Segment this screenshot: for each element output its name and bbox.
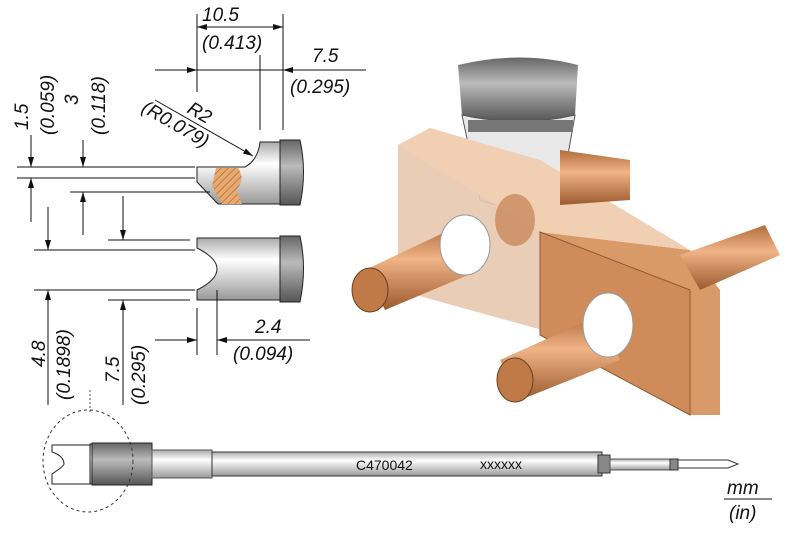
dim-3-in: (0.118) [89, 76, 110, 135]
dimension-thickness-body: 3 (0.118) [62, 76, 210, 235]
dim-3-mm: 3 [62, 94, 83, 105]
dimension-length-slot: 7.5 (0.295) [155, 46, 366, 130]
dimension-radius: R2 (R0.079) [138, 97, 254, 157]
dim-7.5-in: (0.295) [290, 77, 350, 98]
dimension-length-total: 10.5 (0.413) [196, 5, 284, 130]
dim-4.8-mm: 4.8 [29, 340, 50, 367]
serial-placeholder: xxxxxx [480, 456, 522, 472]
3d-tip-illustration [351, 57, 780, 416]
dim-7.5-mm: 7.5 [312, 46, 339, 67]
dimension-tip-width: 7.5 (0.295) [103, 196, 190, 405]
units-legend: mm (in) [724, 478, 772, 524]
dim-10.5-mm: 10.5 [202, 5, 239, 26]
part-number: C470042 [356, 457, 413, 473]
unit-mm: mm [727, 478, 759, 499]
dim-2.4-mm: 2.4 [254, 317, 281, 338]
dimension-slot-depth: 2.4 (0.094) [155, 290, 310, 365]
unit-in: (in) [729, 503, 756, 524]
tip-top-view [196, 235, 304, 303]
detail-circle [42, 409, 134, 513]
dim-2.4-in: (0.094) [233, 344, 293, 365]
dim-1.5-mm: 1.5 [12, 103, 33, 130]
dimension-slot-width: 4.8 (0.1898) [29, 207, 195, 405]
dim-10.5-in: (0.413) [202, 33, 262, 54]
dim-7.5w-mm: 7.5 [103, 356, 124, 383]
tip-side-view [196, 139, 304, 206]
dim-7.5w-in: (0.295) [129, 345, 150, 405]
dim-4.8-in: (0.1898) [54, 329, 75, 400]
full-tip-view: C470042 xxxxxx [42, 409, 740, 513]
dim-1.5-in: (0.059) [38, 75, 59, 135]
dimension-thickness-tip: 1.5 (0.059) [12, 75, 195, 222]
